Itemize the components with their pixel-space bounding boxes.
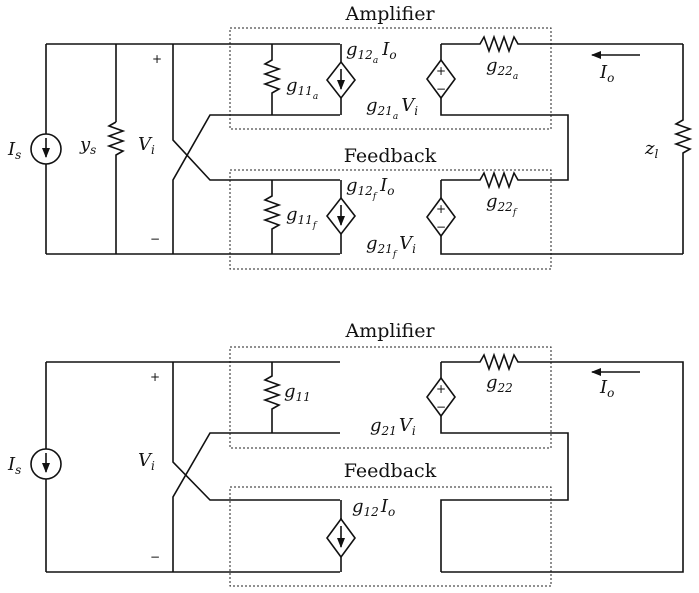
vi-label-bottom: Vi [138,450,155,473]
fb-output-wire [440,180,683,255]
g12a-label: g12aIo [346,39,397,66]
g11f-resistor [262,180,282,254]
amplifier-box-top [229,27,552,130]
is-label-bottom: Is [7,454,21,477]
minus-bottom: − [150,550,160,564]
amp-output-wire [440,44,569,181]
g12f-label: g12fIo [346,175,395,202]
is-label-top: Is [7,139,21,162]
g21a-minus: − [436,82,446,96]
g22a-label: g22a [486,55,518,82]
minus-top: − [150,232,160,246]
g22a-resistor [441,34,683,54]
g22f-resistor [441,170,520,190]
io-label-bottom: Io [599,377,614,400]
feedback-box-top [229,169,552,270]
g11-resistor [262,362,282,433]
vi-label-top: Vi [138,134,155,157]
g21a-plus: + [436,64,446,78]
plus-top: + [152,52,162,66]
g21f-dependent-voltage-source [426,196,456,238]
g21-dependent-voltage-source [426,376,456,418]
feedback-box-bottom [229,486,552,587]
g21f-plus: + [436,202,446,216]
g22-label: g22 [486,372,513,395]
g21a-label: g21aVi [366,95,418,122]
ys-resistor [106,121,126,164]
g22f-label: g22f [486,191,518,218]
bottom-circuit: + − Amplifier Feedback + − Is Vi g11 g21… [7,320,684,587]
amplifier-label-bottom: Amplifier [344,320,435,342]
cross-wire-c [172,362,230,501]
g21f-label: g21fVi [366,233,416,260]
g11a-label: g11a [286,75,318,102]
g22-resistor [441,352,684,573]
plus-bottom: + [150,370,160,384]
ys-label: ys [79,134,96,157]
zl-resistor [673,44,693,254]
g21a-dependent-voltage-source [426,58,456,100]
feedback-label-top: Feedback [344,145,437,167]
g21f-minus: − [436,220,446,234]
g11a-resistor [262,44,282,115]
g11-label: g11 [284,381,311,404]
io-label-top: Io [599,62,614,85]
cross-wire-d [172,432,230,572]
cross-wire-b [172,114,230,254]
amplifier-box-bottom [229,346,552,449]
g11f-label: g11f [286,204,318,231]
feedback-label-bottom: Feedback [344,460,437,482]
zl-label: zl [644,138,658,161]
g21-minus: − [436,400,446,414]
amplifier-label-top: Amplifier [344,3,435,25]
bottom-output-wire [440,362,569,572]
cross-wire-a [172,44,230,181]
top-circuit: + − + − Amplifier Feedback + − Is ys Vi … [7,3,693,270]
g21-plus: + [436,382,446,396]
